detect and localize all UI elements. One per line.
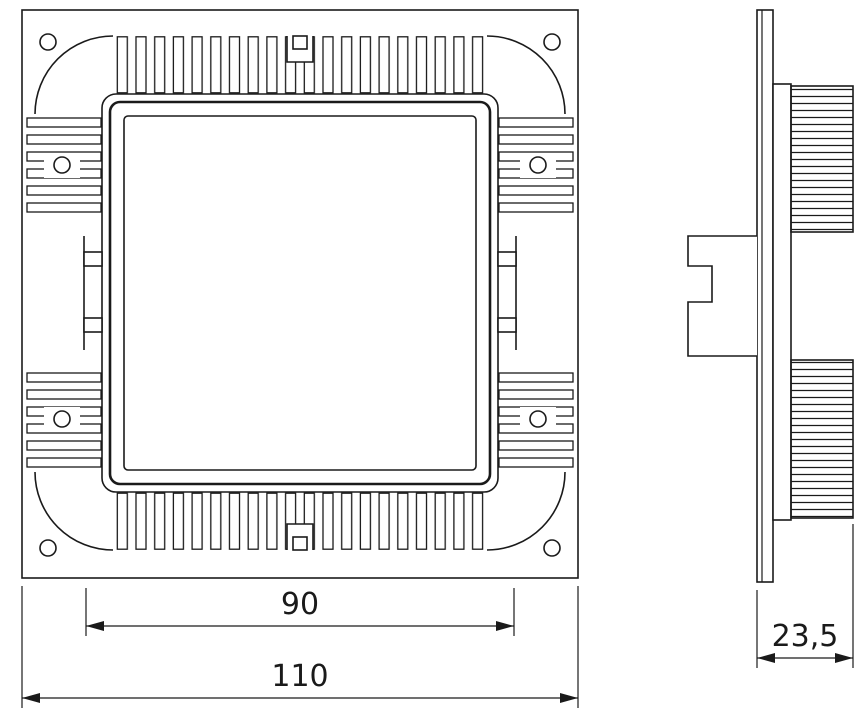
- side-bezel-plate: [756, 9, 774, 583]
- corner-arc-bottom-right: [486, 471, 566, 551]
- dimension-depth: 23,5: [756, 524, 854, 668]
- fin-notch-top: [286, 35, 314, 63]
- corner-arc-top-right: [486, 35, 566, 115]
- corner-hole-top-right: [543, 33, 561, 51]
- dimension-cutout-width: 90: [85, 587, 515, 636]
- led-panel-inner-edge: [123, 115, 477, 471]
- corner-hole-bottom-left: [39, 539, 57, 557]
- mount-hole-right-upper: [529, 156, 547, 174]
- side-fins-upper: [790, 85, 854, 233]
- side-connector-left: [83, 236, 103, 350]
- dimension-label-110: 110: [271, 659, 328, 694]
- mount-hole-left-lower: [53, 410, 71, 428]
- led-panel-outer-edge: [108, 100, 492, 486]
- side-holes: [44, 153, 556, 432]
- side-mounting-bracket: [687, 235, 757, 357]
- corner-hole-top-left: [39, 33, 57, 51]
- corner-hole-bottom-right: [543, 539, 561, 557]
- mount-hole-right-lower: [529, 410, 547, 428]
- dimension-label-90: 90: [281, 587, 319, 622]
- side-view: 23,5: [687, 9, 854, 668]
- side-body-wall: [772, 83, 792, 521]
- dimension-overall-width: 110: [21, 586, 579, 708]
- corner-arc-bottom-left: [34, 471, 114, 551]
- side-connector-right: [497, 236, 517, 350]
- fin-notch-bottom: [286, 523, 314, 551]
- corner-arc-top-left: [34, 35, 114, 115]
- dimension-label-23-5: 23,5: [772, 619, 839, 654]
- front-view: 90 110: [21, 9, 579, 708]
- mount-hole-left-upper: [53, 156, 71, 174]
- side-fins-lower: [790, 359, 854, 519]
